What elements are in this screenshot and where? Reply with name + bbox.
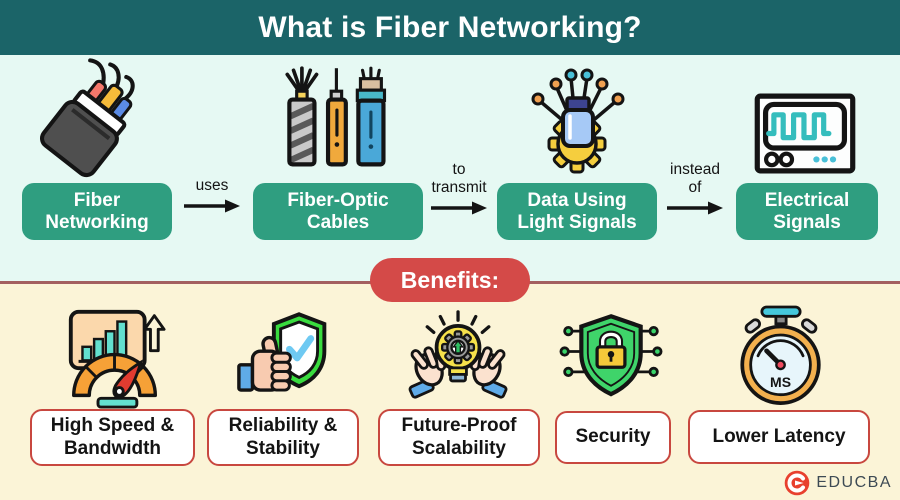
- fiber-optic-cables-icon: [281, 65, 396, 177]
- benefit-card-scalability: Future-Proof Scalability: [378, 409, 540, 466]
- connector-label: instead of: [670, 161, 720, 196]
- benefit-card-lower-latency: Lower Latency: [688, 410, 870, 464]
- header: What is Fiber Networking?: [0, 0, 900, 55]
- flow-connector-to-transmit: to transmit: [426, 161, 492, 216]
- flow-node-fiber-optic-cables: Fiber-Optic Cables: [253, 183, 423, 240]
- educba-logo-icon: [785, 470, 810, 496]
- arrow-right-icon: [667, 201, 723, 215]
- flow-section: Fiber Networking uses: [0, 55, 900, 282]
- fiber-cable-icon: [25, 58, 150, 182]
- thumbs-up-shield-icon: [235, 308, 337, 406]
- flow-connector-uses: uses: [181, 177, 243, 214]
- flow-node-electrical-signals: Electrical Signals: [736, 183, 878, 240]
- flow-node-fiber-networking: Fiber Networking: [22, 183, 172, 240]
- bulb-gear-hands-icon: [400, 310, 517, 408]
- speedometer-chart-icon: [58, 306, 172, 409]
- flow-connector-instead-of: instead of: [662, 161, 728, 216]
- page-title: What is Fiber Networking?: [258, 10, 642, 44]
- left-hand: [408, 346, 447, 399]
- benefit-card-high-speed: High Speed & Bandwidth: [30, 409, 195, 466]
- shield-lock-icon: [559, 312, 663, 404]
- stopwatch-icon: MS: [732, 303, 830, 408]
- benefit-card-reliability: Reliability & Stability: [207, 409, 359, 466]
- arrow-right-icon: [184, 199, 240, 213]
- stopwatch-ms-label: MS: [770, 374, 791, 390]
- gear-light-signals-icon: [515, 67, 640, 177]
- brand-footer: EDUCBA: [784, 470, 892, 496]
- flow-node-data-light-signals: Data Using Light Signals: [497, 183, 657, 240]
- benefit-card-security: Security: [555, 411, 671, 464]
- connector-label: uses: [195, 177, 229, 194]
- benefits-badge: Benefits:: [370, 258, 530, 302]
- oscilloscope-icon: [753, 92, 857, 175]
- arrow-right-icon: [431, 201, 487, 215]
- connector-label: to transmit: [431, 161, 487, 196]
- brand-name: EDUCBA: [816, 474, 892, 491]
